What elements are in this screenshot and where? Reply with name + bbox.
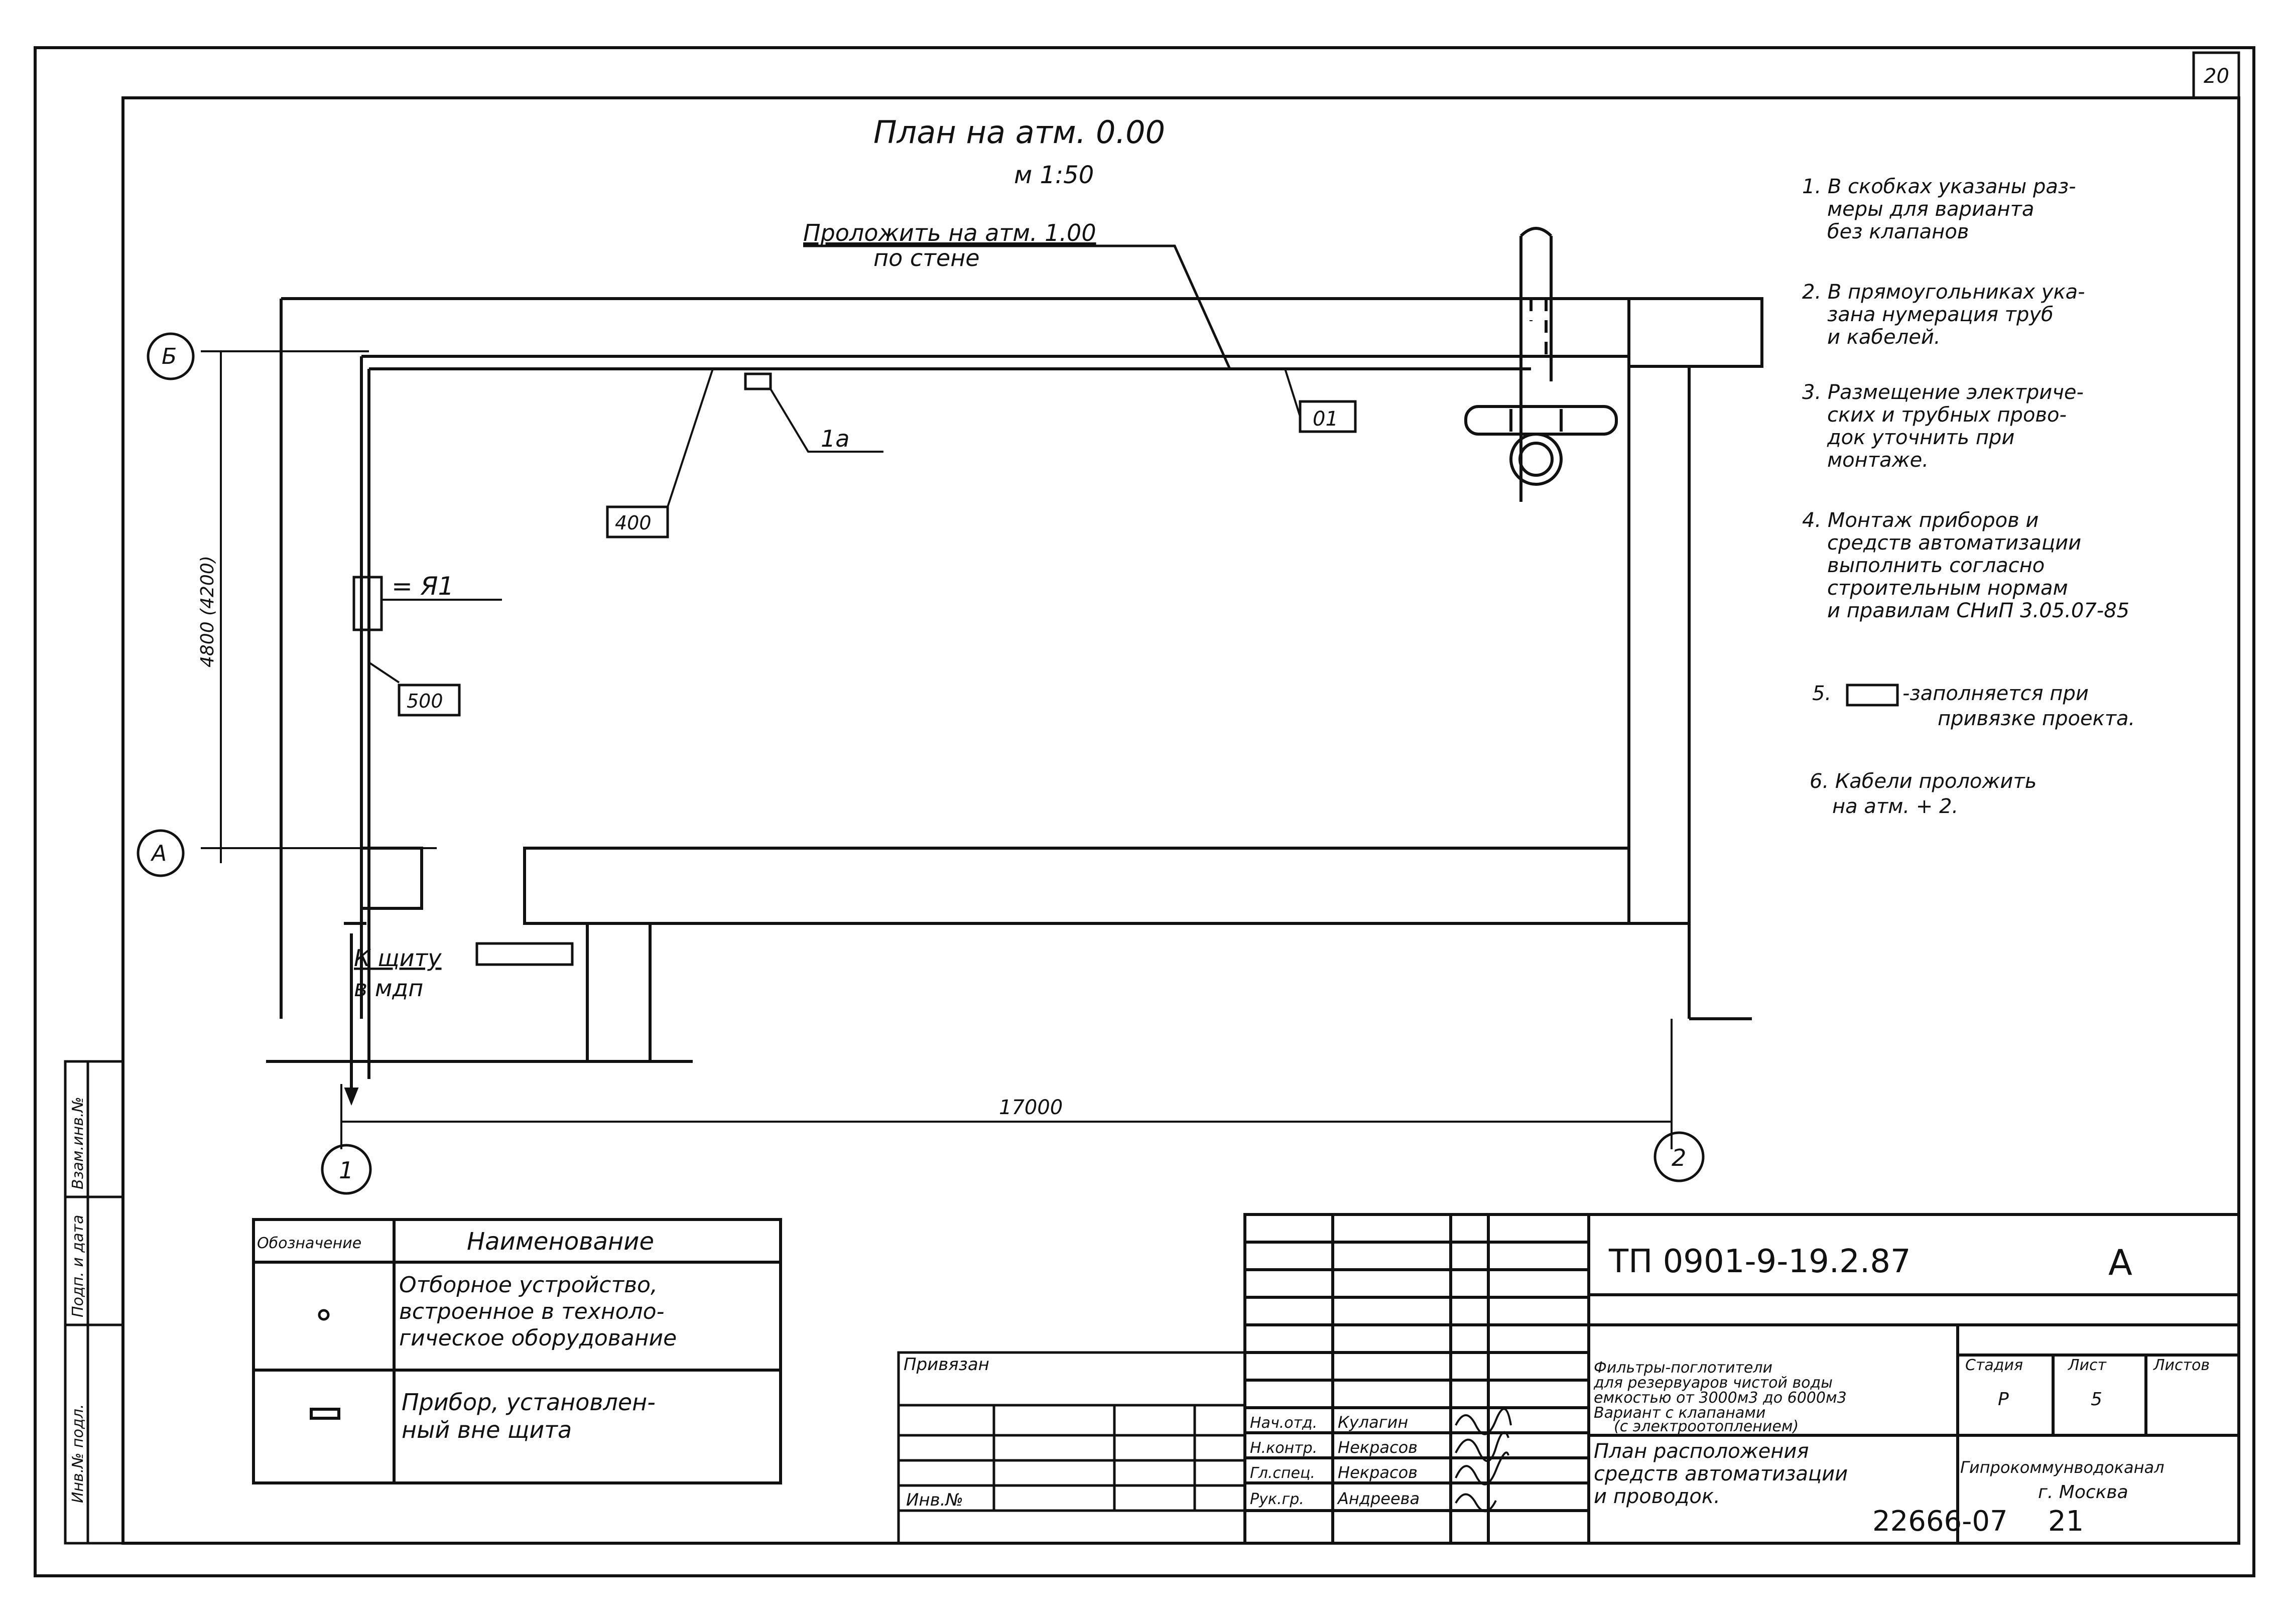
axis-1: 1 [321, 1144, 372, 1195]
sheet-value: 5 [2091, 1389, 2102, 1410]
legend-circle-symbol [318, 1309, 330, 1321]
to-panel-line2: в мдп [354, 975, 423, 1002]
route-leader [803, 244, 1231, 370]
side-stamp-inv: Инв.№ подл. [69, 1404, 87, 1503]
note-2: 2. В прямоугольниках ука- зана нумерация… [1802, 281, 2091, 349]
signature-scribbles [1455, 1408, 1512, 1513]
sheet-title-line2: средств автоматизации [1594, 1462, 1848, 1485]
pipe-riser [1464, 227, 1618, 502]
signature-role-4: Рук.гр. [1250, 1491, 1304, 1508]
side-stamp [64, 1060, 124, 1545]
page-number-box [2192, 51, 2240, 99]
tag-400: 400 [615, 512, 652, 534]
panel-symbol [475, 942, 574, 966]
sheet-title-line1: План расположения [1594, 1440, 1809, 1463]
description-line5: (с электроотоплением) [1614, 1418, 1799, 1435]
signature-name-4: Андреева [1337, 1489, 1420, 1508]
horizontal-dimension [340, 1019, 1673, 1149]
stage-header: Стадия [1965, 1357, 2023, 1374]
horizontal-dimension-text: 17000 [999, 1096, 1063, 1119]
legend-table [252, 1218, 782, 1484]
legend-header-name: Наименование [467, 1228, 654, 1256]
axis-a-label: А [150, 841, 167, 866]
route-label-line1: Проложить на атм. 1.00 [803, 219, 1096, 246]
side-stamp-vzam: Взам.инв.№ [69, 1097, 87, 1189]
legend-row1-line2: встроенное в техноло- [399, 1299, 664, 1324]
sheets-header: Листов [2153, 1357, 2210, 1374]
tag-01: 01 [1313, 408, 1338, 431]
signature-name-3: Некрасов [1338, 1463, 1418, 1482]
device-1a [744, 372, 772, 390]
tag-500-box [398, 684, 461, 717]
signature-role-1: Нач.отд. [1250, 1414, 1317, 1432]
note-1: 1. В скобках указаны раз- меры для вариа… [1802, 175, 2082, 243]
to-panel-line1: К щиту [354, 944, 442, 972]
note-6: 6. Кабели проложить на атм. + 2. [1810, 770, 2043, 818]
description-line1: Фильтры-поглотители [1594, 1359, 1772, 1377]
tag-400-box [606, 505, 669, 538]
notes: 1. В скобках указаны раз- меры для вариа… [1802, 175, 2135, 818]
signature-role-2: Н.контр. [1250, 1439, 1317, 1457]
organization-line1: Гипрокоммунводоканал [1960, 1458, 2165, 1477]
signature-name-1: Кулагин [1338, 1413, 1408, 1432]
legend-rect-symbol [310, 1408, 340, 1420]
axis-b: Б [147, 332, 195, 380]
description-line2: для резервуаров чистой воды [1593, 1374, 1833, 1392]
bottom-code: 22666-07 [1872, 1505, 2008, 1538]
axis-2: 2 [1654, 1131, 1705, 1182]
sheet-header: Лист [2068, 1357, 2107, 1374]
outer-frame [34, 46, 2255, 1577]
device-ya1-label: = Я1 [392, 572, 454, 601]
bottom-page: 21 [2048, 1505, 2084, 1538]
legend-row2-line2: ный вне щита [402, 1416, 572, 1443]
signature-role-3: Гл.спец. [1250, 1464, 1315, 1482]
note-5: 5. -заполняется при привязке проекта. [1812, 682, 2135, 730]
sheet-title-line3: и проводок. [1594, 1485, 1720, 1508]
route-label-line2: по стене [873, 244, 980, 272]
note-4: 4. Монтаж приборов и средств автоматизац… [1802, 509, 2129, 622]
plan-scale: м 1:50 [1014, 161, 1094, 189]
binding-block [897, 1351, 1246, 1545]
leader-400 [667, 368, 714, 507]
page-number: 20 [2204, 65, 2229, 88]
legend-row2-line1: Прибор, установлен- [402, 1389, 656, 1416]
side-stamp-podp: Подп. и дата [69, 1215, 87, 1317]
tag-01-box [1299, 400, 1357, 433]
leader-01 [1284, 368, 1301, 417]
plan-title: План на атм. 0.00 [873, 114, 1165, 151]
binding-privyazan: Привязан [904, 1355, 989, 1375]
signature-name-2: Некрасов [1338, 1438, 1418, 1457]
leader-500 [368, 661, 400, 684]
vertical-dimension [201, 350, 437, 863]
doc-code: ТП 0901-9-19.2.87 [1608, 1243, 1911, 1280]
album-letter: A [2108, 1242, 2132, 1283]
leader-1a [770, 388, 883, 453]
organization-line2: г. Москва [2038, 1482, 2128, 1503]
legend-row1-line1: Отборное устройство, [399, 1272, 658, 1298]
building-walls [266, 297, 1763, 1063]
axis-a: А [137, 829, 185, 877]
description-line4: Вариант с клапанами [1594, 1404, 1765, 1422]
axis-2-label: 2 [1672, 1144, 1686, 1171]
tag-1a: 1а [821, 425, 849, 452]
device-ya1 [352, 576, 383, 631]
note-5-box [1846, 684, 1899, 707]
axis-1-label: 1 [339, 1157, 353, 1184]
axis-b-label: Б [162, 344, 177, 369]
title-block [1243, 1213, 2240, 1545]
vertical-dimension-text: 4800 (4200) [197, 556, 218, 667]
tag-500: 500 [407, 690, 443, 712]
legend-row1-line3: гическое оборудование [399, 1325, 677, 1351]
note-3: 3. Размещение электриче- ских и трубных … [1802, 381, 2090, 472]
description-line3: емкостью от 3000м3 до 6000м3 [1594, 1389, 1847, 1407]
cable-route [344, 367, 1531, 1106]
stage-value: Р [1998, 1389, 2009, 1410]
legend-header-designation: Обозначение [257, 1235, 361, 1252]
binding-inv: Инв.№ [906, 1490, 963, 1510]
